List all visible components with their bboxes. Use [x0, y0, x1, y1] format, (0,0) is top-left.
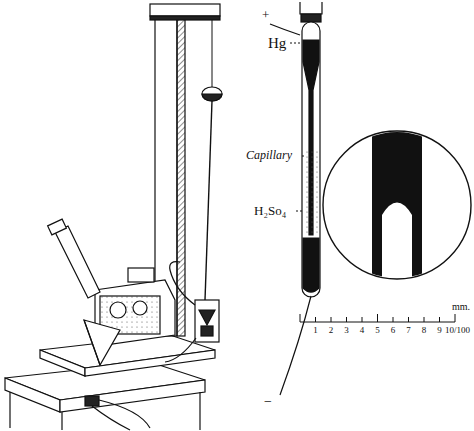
scale-number: 1	[313, 326, 318, 335]
mercury-label: Hg	[268, 36, 286, 51]
scale-number: 3	[344, 326, 349, 335]
scale-tick	[331, 317, 332, 322]
scale-number: 4	[360, 326, 365, 335]
acid-label: H₂So₄	[254, 204, 286, 217]
microscope	[48, 219, 175, 365]
unit-label: mm.	[452, 302, 470, 312]
scale-tick	[346, 317, 347, 322]
scale-tick	[377, 314, 378, 322]
scale-tick	[315, 317, 316, 322]
scale-number: 5	[375, 326, 380, 335]
scale-tick	[455, 314, 456, 322]
scale-bar	[300, 314, 455, 322]
scale-tick	[300, 314, 301, 322]
scale-number: 6	[391, 326, 396, 335]
scale-number: 9	[437, 326, 442, 335]
scale-number: 7	[406, 326, 411, 335]
leader-line	[290, 43, 306, 211]
polarity-sign: −	[264, 395, 272, 409]
magnified-view	[323, 120, 471, 300]
scale-tick	[439, 317, 440, 322]
capillary-tube	[270, 2, 322, 395]
scale-number: 8	[422, 326, 427, 335]
scale-number: 2	[329, 326, 334, 335]
scale-tick	[362, 317, 363, 322]
polarity-sign: +	[262, 8, 269, 21]
scale-number: 10/100	[445, 326, 470, 335]
capillary-label: Capillary	[246, 149, 292, 161]
scale-tick	[424, 317, 425, 322]
scale-tick	[393, 317, 394, 322]
electrometer-box	[165, 262, 219, 362]
scale-tick	[408, 317, 409, 322]
